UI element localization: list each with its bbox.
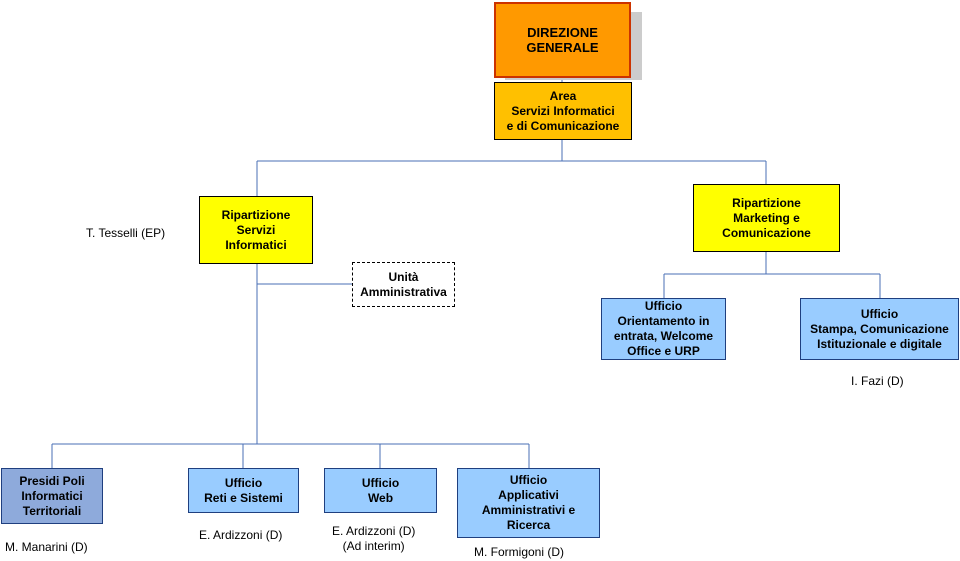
ripartizione-servizi-label: Ripartizione Servizi Informatici [221, 207, 291, 252]
ripartizione-servizi-box: Ripartizione Servizi Informatici [199, 196, 313, 264]
ufficio-applicativi-label: Ufficio Applicativi Amministrativi e Ric… [481, 473, 576, 532]
ufficio-applicativi-box: Ufficio Applicativi Amministrativi e Ric… [457, 468, 600, 538]
ufficio-orientamento-label: Ufficio Orientamento in entrata, Welcome… [613, 299, 714, 358]
ripartizione-marketing-box: Ripartizione Marketing e Comunicazione [693, 184, 840, 252]
direzione-generale-label: DIREZIONE GENERALE [526, 25, 599, 55]
area-box: Area Servizi Informatici e di Comunicazi… [494, 82, 632, 140]
ufficio-reti-label: Ufficio Reti e Sistemi [204, 475, 283, 505]
person-fazi: I. Fazi (D) [851, 374, 904, 388]
area-label: Area Servizi Informatici e di Comunicazi… [506, 88, 620, 133]
ufficio-orientamento-box: Ufficio Orientamento in entrata, Welcome… [601, 298, 726, 360]
presidi-poli-label: Presidi Poli Informatici Territoriali [19, 473, 85, 518]
unita-amministrativa-box: Unità Amministrativa [352, 262, 455, 307]
person-formigoni: M. Formigoni (D) [474, 545, 565, 559]
person-tesselli: T. Tesselli (EP) [86, 226, 166, 240]
person-manarini: M. Manarini (D) [5, 540, 88, 554]
presidi-poli-box: Presidi Poli Informatici Territoriali [1, 468, 103, 524]
ufficio-stampa-box: Ufficio Stampa, Comunicazione Istituzion… [800, 298, 959, 360]
ufficio-web-box: Ufficio Web [324, 468, 437, 513]
unita-amministrativa-label: Unità Amministrativa [360, 269, 447, 299]
ufficio-web-label: Ufficio Web [361, 475, 400, 505]
person-ardizzoni-reti: E. Ardizzoni (D) [199, 528, 283, 542]
person-ardizzoni-web: E. Ardizzoni (D) (Ad interim) [332, 524, 416, 553]
ripartizione-marketing-label: Ripartizione Marketing e Comunicazione [722, 195, 811, 240]
ufficio-reti-box: Ufficio Reti e Sistemi [188, 468, 299, 513]
ufficio-stampa-label: Ufficio Stampa, Comunicazione Istituzion… [810, 306, 949, 351]
direzione-generale-box: DIREZIONE GENERALE [494, 2, 631, 78]
